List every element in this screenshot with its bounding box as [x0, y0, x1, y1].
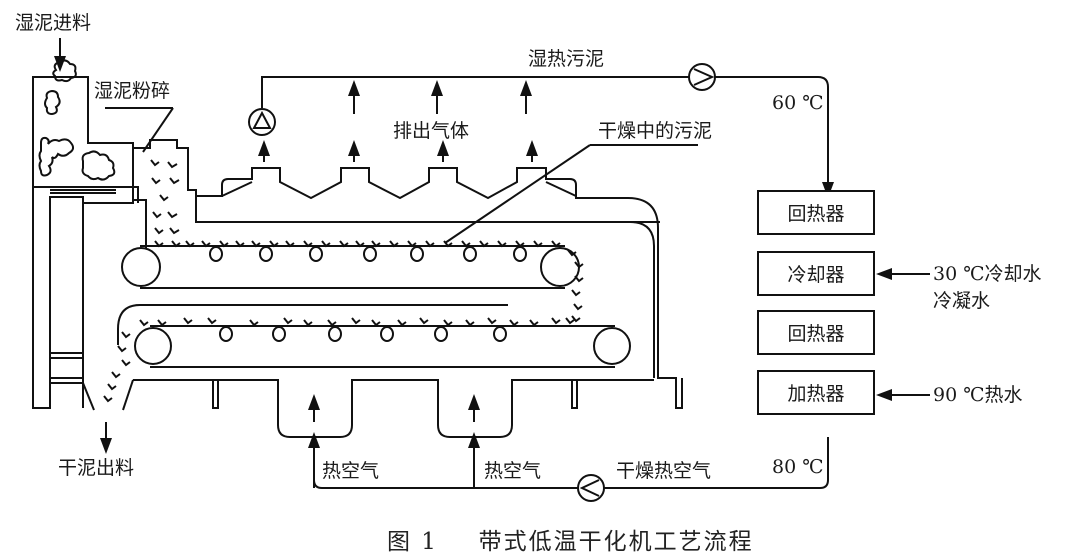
heater-box: 加热器 [757, 370, 875, 415]
sludge-in-drying-label: 干燥中的污泥 [598, 120, 713, 142]
roller-icon [121, 247, 161, 287]
wet-sludge-feed-label: 湿泥进料 [15, 12, 92, 34]
sludge-particles [103, 159, 584, 403]
roller-icon [134, 327, 172, 365]
pump-icon [248, 108, 276, 136]
hot-air-label-2: 热空气 [484, 460, 542, 482]
recuperator-1-box: 回热器 [757, 190, 875, 235]
discharge-chute [82, 379, 134, 411]
roller-icon [593, 327, 631, 365]
dry-hot-air-label: 干燥热空气 [616, 460, 712, 482]
temp-80-label: 80 ℃ [772, 456, 824, 478]
hot-water-in-label: 90 ℃热水 [933, 384, 1023, 406]
exhaust-gas-label: 排出气体 [393, 120, 470, 142]
dryer-housing [196, 167, 683, 409]
hot-air-pipe [313, 437, 829, 489]
lower-belt [134, 325, 631, 368]
exhaust-pipe [261, 76, 829, 185]
figure-caption: 图 1 带式低温干化机工艺流程 [387, 522, 754, 556]
figure-number: 图 1 [387, 529, 438, 555]
wet-sludge-crush-label: 湿泥粉碎 [94, 80, 171, 102]
cooling-water-in-label: 30 ℃冷却水 [933, 263, 1042, 285]
wet-sludge-lumps [38, 59, 116, 181]
dry-sludge-out-label: 干泥出料 [58, 457, 135, 479]
recuperator-2-box: 回热器 [757, 310, 875, 355]
upper-belt [121, 245, 580, 289]
fan-icon [577, 474, 605, 502]
left-frame [32, 186, 139, 409]
exhaust-arrows [258, 80, 538, 162]
lower-housing [133, 379, 654, 438]
figure-title: 带式低温干化机工艺流程 [478, 529, 754, 555]
cooler-box: 冷却器 [757, 251, 875, 296]
wet-hot-sludge-label: 湿热污泥 [528, 48, 605, 70]
drying-sludge-leader [444, 144, 698, 244]
belt-guide [117, 304, 508, 345]
crusher [105, 107, 660, 248]
temp-60-label: 60 ℃ [772, 92, 824, 114]
condensate-label: 冷凝水 [933, 290, 991, 312]
hot-air-label-1: 热空气 [322, 460, 380, 482]
fan-icon [688, 63, 716, 91]
